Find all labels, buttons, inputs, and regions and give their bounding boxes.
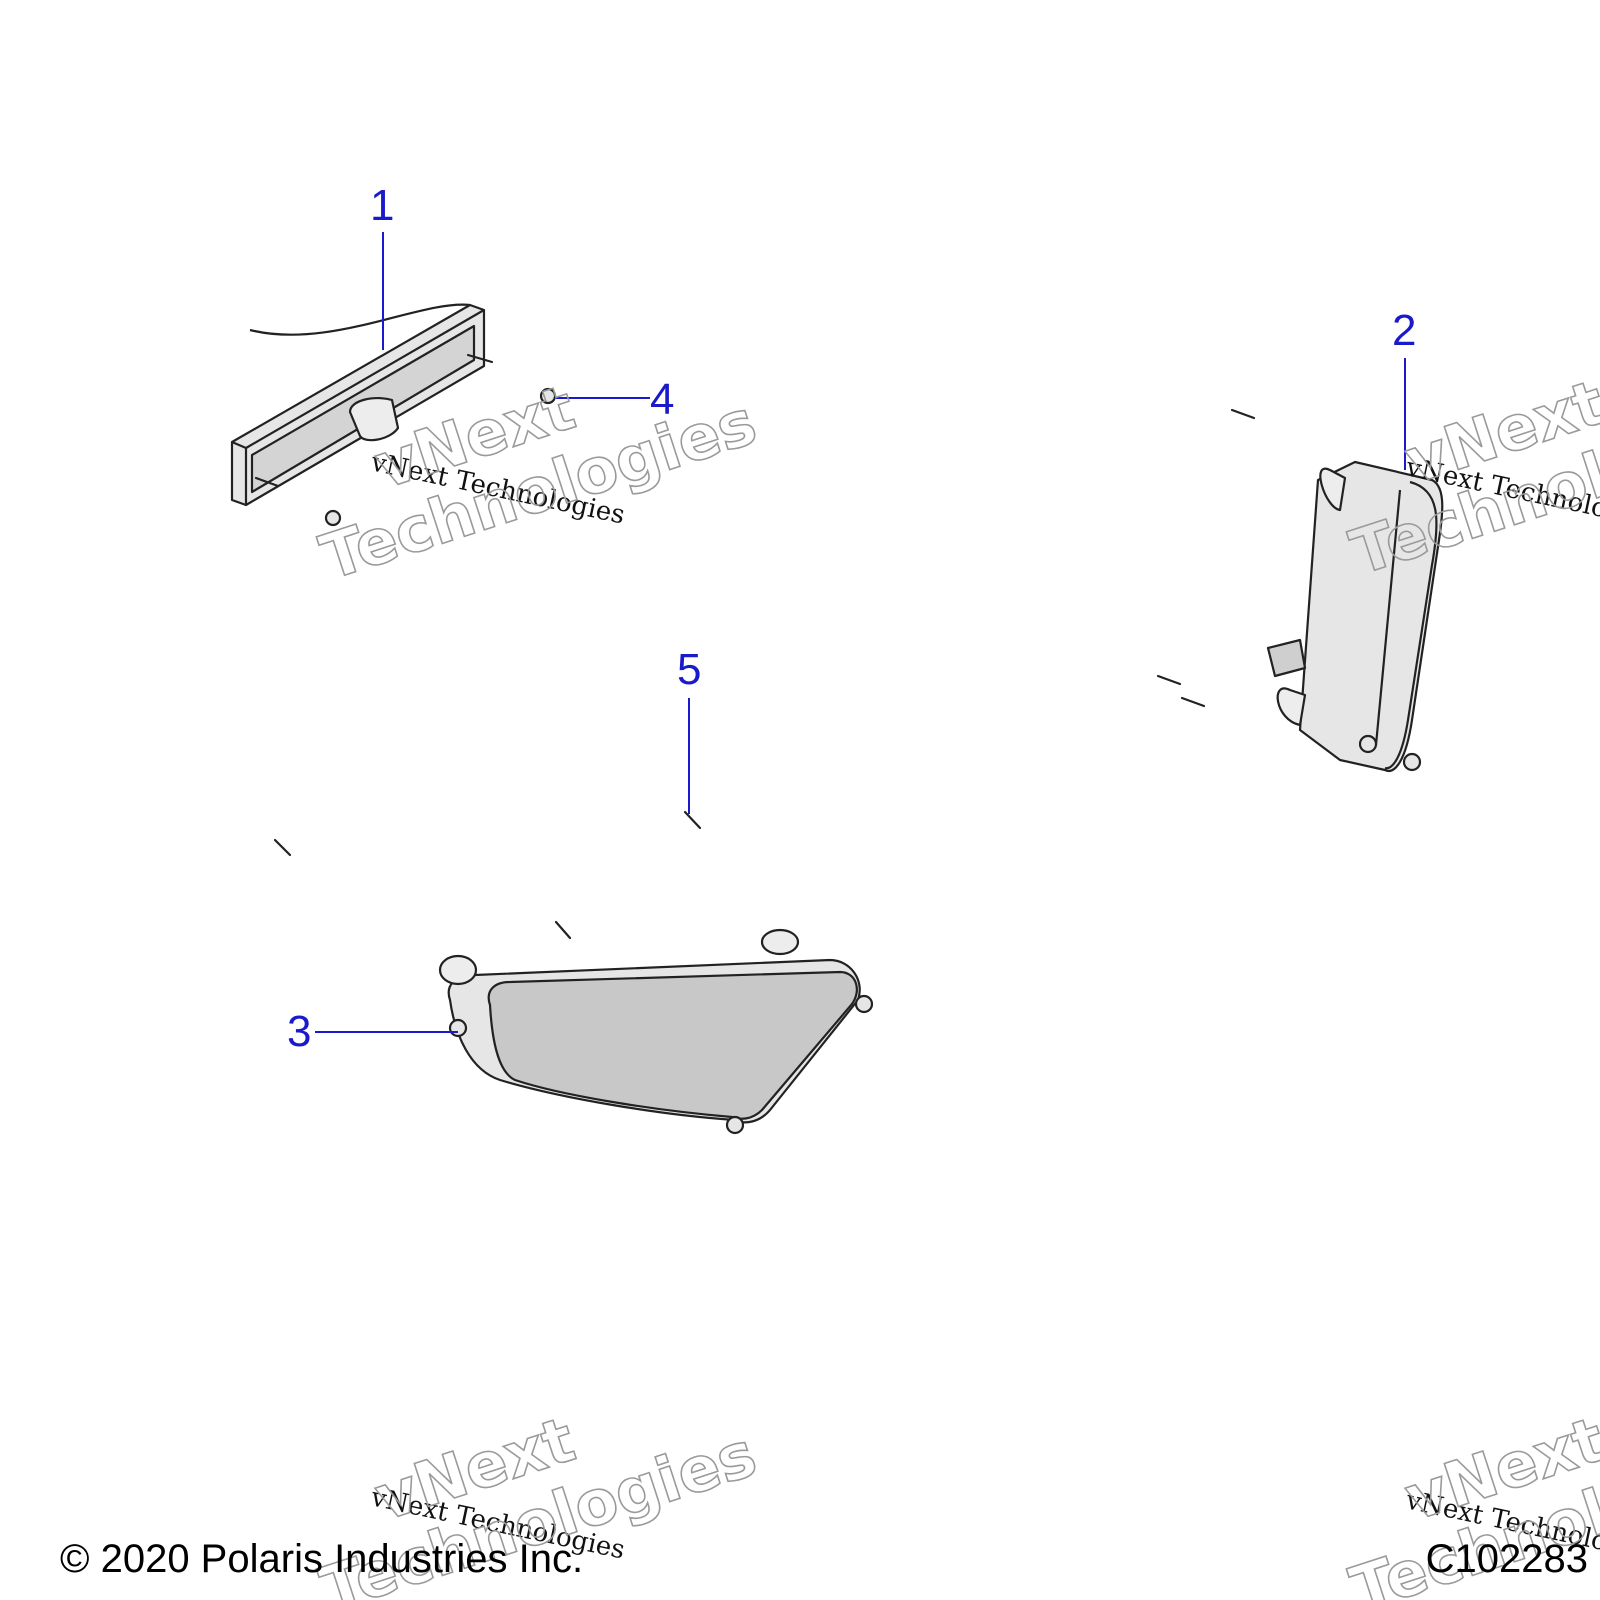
figure-id: C102283: [1426, 1537, 1588, 1581]
part-3-lamp: [438, 928, 874, 1135]
screw-center: [554, 920, 572, 940]
callout-5-label: 5: [677, 645, 701, 694]
screw-left: [273, 838, 292, 857]
screw-part2-mid: [1156, 674, 1182, 686]
part-2-lamp: [1266, 460, 1444, 773]
callout-1: 1: [370, 181, 394, 350]
callout-3: 3: [287, 1007, 458, 1056]
callout-5: 5: [677, 645, 701, 814]
callout-3-label: 3: [287, 1007, 311, 1056]
watermark-upper-right-big: vNext Technologies: [1341, 365, 1600, 590]
callout-4-label: 4: [650, 375, 674, 424]
watermark-upper-left-big: vNext Technologies: [311, 370, 765, 595]
part-5-screw-right: [683, 810, 702, 830]
callout-2: 2: [1392, 306, 1416, 470]
copyright-text: © 2020 Polaris Industries Inc.: [60, 1537, 583, 1581]
part-4-nut-upper: [539, 387, 557, 405]
screw-part2-top: [1230, 408, 1256, 420]
screw-part2-low: [1180, 696, 1206, 708]
part-4-nut-lower: [324, 509, 342, 527]
callout-4: 4: [556, 375, 674, 424]
part-1-lamp: [230, 303, 494, 507]
callout-2-label: 2: [1392, 306, 1416, 355]
callout-1-label: 1: [370, 181, 394, 230]
